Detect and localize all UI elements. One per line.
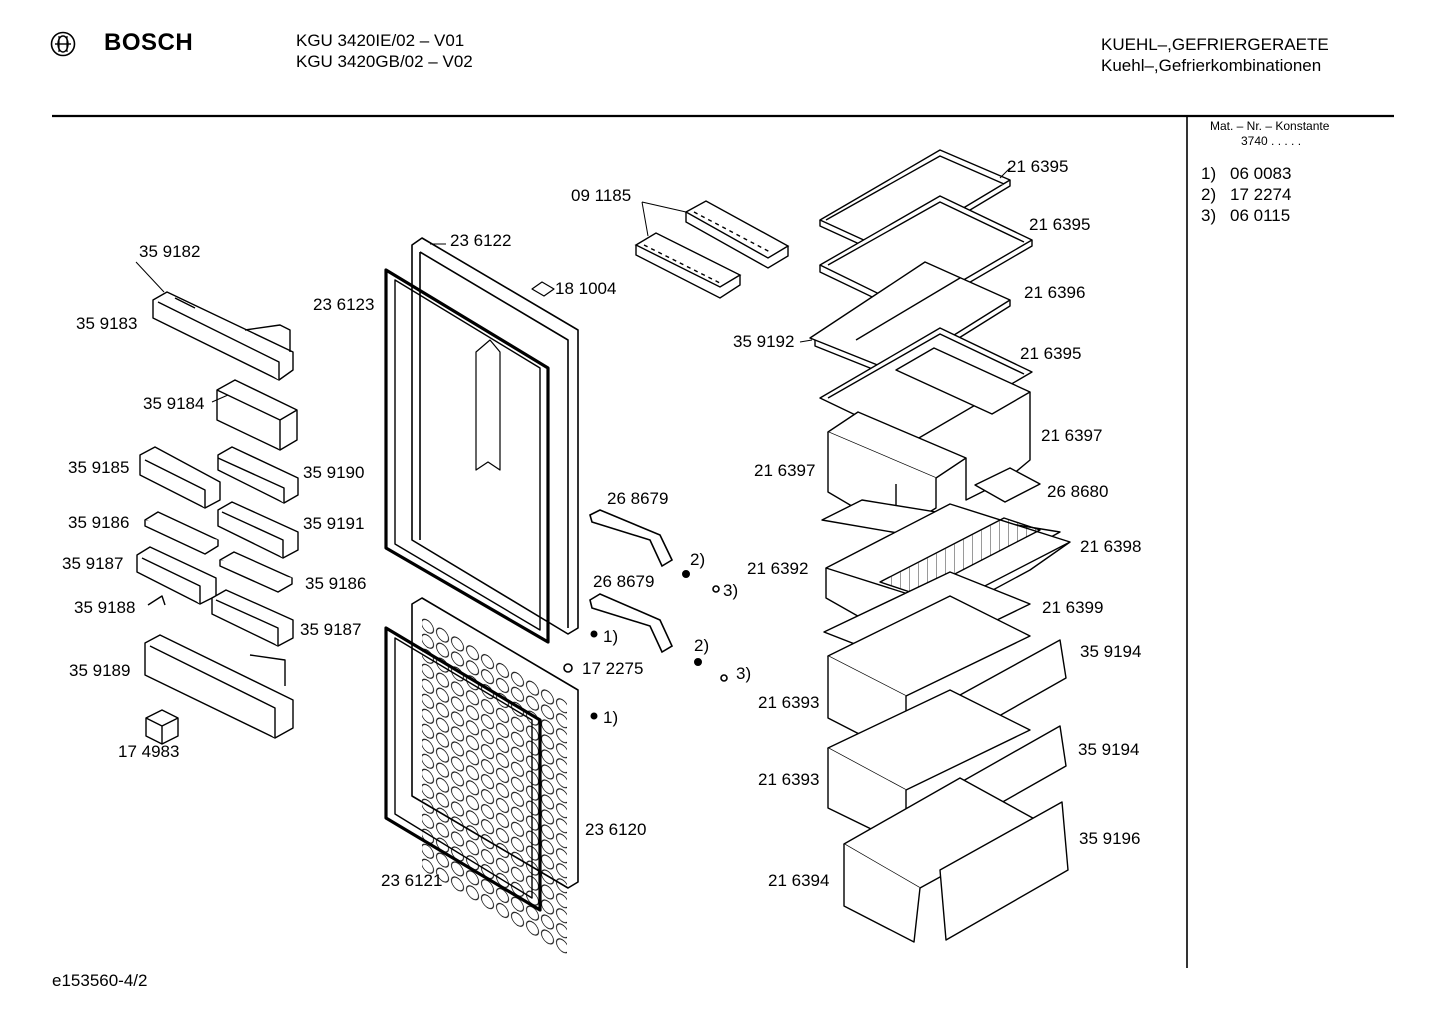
constant-value: 06 0083	[1230, 164, 1292, 183]
constant-value: 06 0115	[1230, 206, 1291, 225]
ref-marker: 1)	[603, 627, 619, 646]
drawing-id: e153560-4/2	[52, 971, 148, 990]
leader-lines	[136, 168, 1010, 402]
part-label: 35 9194	[1078, 740, 1140, 759]
interior-shelves	[810, 150, 1070, 942]
ref-marker: 1)	[603, 708, 619, 727]
part-label: 35 9188	[74, 598, 136, 617]
part-label: 21 6399	[1042, 598, 1104, 617]
part-label: 21 6395	[1029, 215, 1091, 234]
part-label: 26 8680	[1047, 482, 1109, 501]
part-label: 35 9182	[139, 242, 201, 261]
part-label: 35 9192	[733, 332, 795, 351]
ref-marker: 3)	[723, 581, 739, 600]
doors	[386, 238, 578, 956]
frame-lines	[52, 116, 1394, 968]
part-label: 26 8679	[593, 572, 655, 591]
part-label: 21 6392	[747, 559, 809, 578]
part-label: 21 6394	[768, 871, 830, 890]
constant-row: 3) 06 0115	[1201, 205, 1290, 226]
part-label: 35 9187	[62, 554, 124, 573]
part-label: 23 6123	[313, 295, 375, 314]
ref-marker: 3)	[736, 664, 752, 683]
part-label: 21 6395	[1007, 157, 1069, 176]
part-label: 35 9187	[300, 620, 362, 639]
part-label: 35 9186	[68, 513, 130, 532]
part-label: 35 9190	[303, 463, 365, 482]
part-label: 21 6395	[1020, 344, 1082, 363]
part-label: 35 9194	[1080, 642, 1142, 661]
constant-key: 2)	[1201, 185, 1217, 204]
brand-name: BOSCH	[104, 29, 194, 56]
bosch-logo-icon	[50, 31, 76, 57]
ice-trays	[636, 201, 788, 298]
constants-value: 3740 . . . . .	[1241, 134, 1302, 148]
part-label: 35 9191	[303, 514, 365, 533]
constant-key: 3)	[1201, 206, 1217, 225]
part-label: 21 6396	[1024, 283, 1086, 302]
handles	[590, 510, 672, 652]
model-line-1: KGU 3420IE/02 – V01	[296, 31, 465, 50]
part-label: 21 6393	[758, 693, 820, 712]
constants-title: Mat. – Nr. – Konstante	[1210, 119, 1330, 133]
part-label: 09 1185	[571, 186, 632, 205]
part-label: 21 6397	[1041, 426, 1103, 445]
model-line-2: KGU 3420GB/02 – V02	[296, 52, 473, 71]
constant-row: 1) 06 0083	[1201, 163, 1291, 184]
ref-marker: 2)	[690, 550, 706, 569]
screws	[564, 571, 727, 720]
part-label: 35 9184	[143, 394, 205, 413]
part-label: 35 9186	[305, 574, 367, 593]
constant-row: 2) 17 2274	[1201, 184, 1291, 205]
part-label: 23 6121	[381, 871, 443, 890]
part-label: 26 8679	[607, 489, 669, 508]
part-label: 17 4983	[118, 742, 180, 761]
part-label: 35 9196	[1079, 829, 1141, 848]
part-label: 18 1004	[555, 279, 617, 298]
part-label: 21 6393	[758, 770, 820, 789]
part-label: 35 9185	[68, 458, 130, 477]
ref-marker: 2)	[694, 636, 710, 655]
constant-key: 1)	[1201, 164, 1217, 183]
constant-value: 17 2274	[1230, 185, 1292, 204]
part-label: 21 6397	[754, 461, 816, 480]
part-label: 23 6120	[585, 820, 647, 839]
part-label: 21 6398	[1080, 537, 1142, 556]
category-line-2: Kuehl–,Gefrierkombinationen	[1101, 56, 1322, 75]
part-label: 23 6122	[450, 231, 512, 250]
category-line-1: KUEHL–,GEFRIERGERAETE	[1101, 35, 1329, 54]
part-label: 17 2275	[582, 659, 644, 678]
door-shelves	[137, 292, 298, 744]
part-label: 35 9189	[69, 661, 131, 680]
part-label: 35 9183	[76, 314, 138, 333]
